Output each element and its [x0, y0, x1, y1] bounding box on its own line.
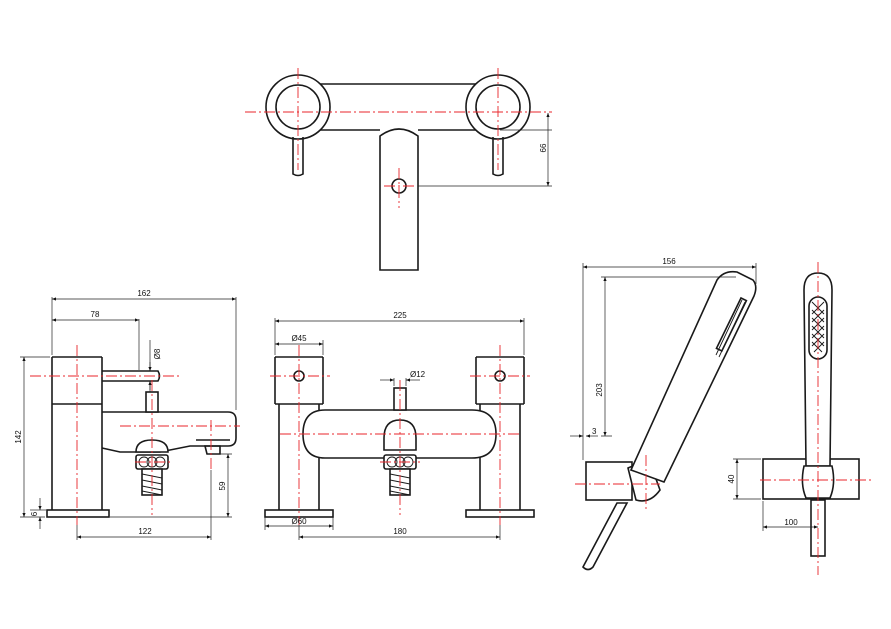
- dim-side-base-thickness: 6: [30, 511, 39, 516]
- dim-holder-height: 40: [727, 474, 736, 483]
- dim-front-diverter-dia: Ø12: [410, 370, 426, 379]
- dim-front-total-width: 225: [393, 311, 407, 320]
- dim-shower-width: 156: [662, 257, 676, 266]
- front-hose-elbow: [383, 419, 417, 451]
- side-spout-body: [101, 411, 237, 453]
- front-right-handle: [475, 356, 525, 405]
- dim-side-lever-width: 78: [91, 310, 100, 319]
- dim-top-height: 66: [539, 143, 548, 152]
- shower-view: 156 203 3: [570, 257, 757, 571]
- dim-holder-projection: 100: [784, 518, 798, 527]
- dim-shower-height: 203: [595, 383, 604, 397]
- shower-hose: [582, 502, 629, 571]
- side-spout-outlet: [196, 439, 230, 455]
- top-left-lever: [292, 137, 304, 177]
- dim-front-handle-dia: Ø45: [291, 334, 307, 343]
- dim-shower-offset: 3: [592, 427, 597, 436]
- shower-front-view: 40 100: [727, 262, 872, 575]
- shower-wall-bracket: [585, 461, 633, 501]
- dim-front-base-dia: Ø60: [291, 517, 307, 526]
- front-view: 225 Ø45 Ø12 Ø60 180: [264, 311, 535, 540]
- side-body: [51, 357, 103, 510]
- top-right-lever: [492, 137, 504, 177]
- dim-side-spout-reach: 122: [138, 527, 152, 536]
- side-view: 162 78 Ø8 142 6 59 122: [14, 289, 240, 540]
- dim-side-spout-height: 59: [218, 481, 227, 490]
- top-spout: [379, 128, 419, 271]
- dim-side-lever-dia: Ø8: [153, 348, 162, 359]
- dim-front-centres: 180: [393, 527, 407, 536]
- side-base-plate: [46, 509, 110, 518]
- shower-handset: [629, 270, 757, 483]
- dim-side-total-width: 162: [137, 289, 151, 298]
- dim-side-height: 142: [14, 430, 23, 444]
- front-left-handle: [274, 356, 324, 405]
- top-view: 66: [245, 68, 552, 271]
